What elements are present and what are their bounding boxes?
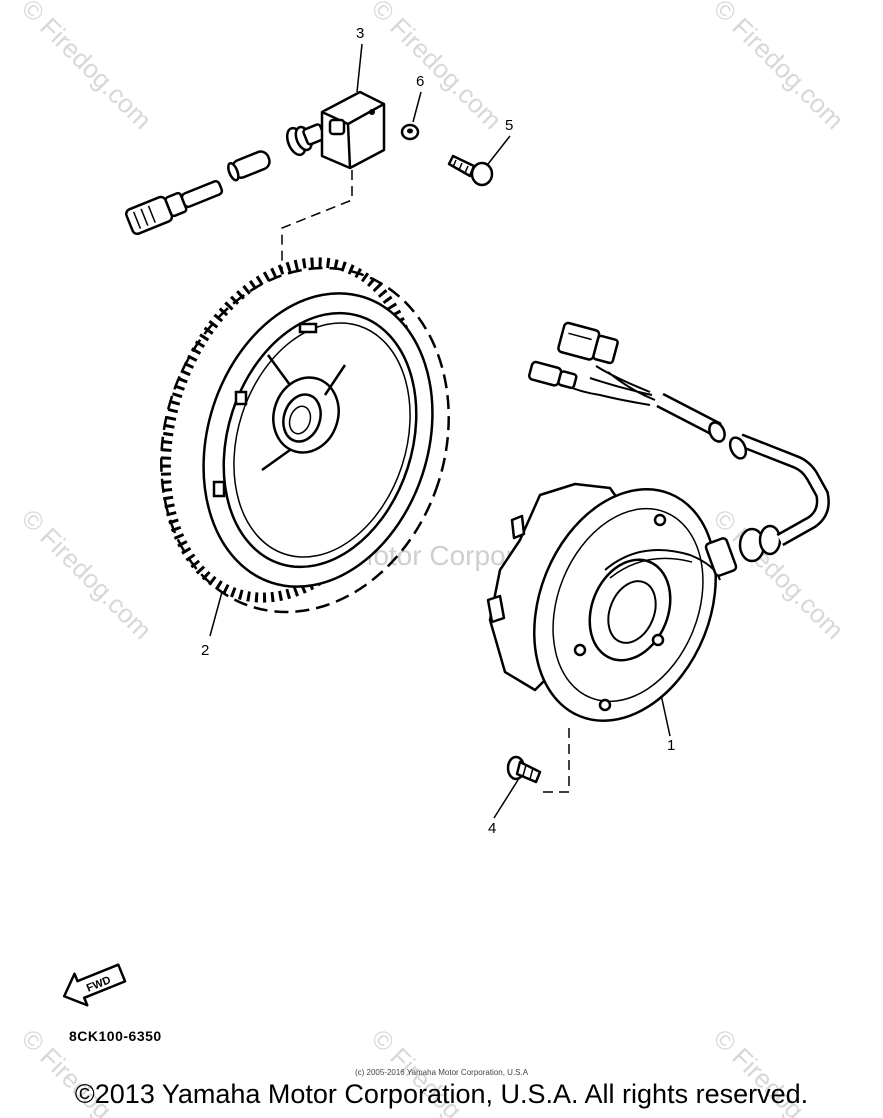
fwd-arrow-icon: FWD xyxy=(62,963,127,1007)
watermark-top-center: © Firedog.com xyxy=(366,0,508,135)
callout-4: 4 xyxy=(488,820,496,837)
pickup-coil-part-3 xyxy=(124,90,386,236)
watermark-mid-right: © Firedog.com xyxy=(708,503,850,645)
callout-3: 3 xyxy=(356,25,364,42)
callouts: 3 6 5 2 1 4 xyxy=(201,25,675,837)
screw-part-5 xyxy=(447,154,494,187)
callout-2: 2 xyxy=(201,642,209,659)
copyright-footer: ©2013 Yamaha Motor Corporation, U.S.A. A… xyxy=(74,1079,809,1109)
callout-5: 5 xyxy=(505,117,513,134)
watermark-mid-left: © Firedog.com xyxy=(16,503,158,645)
screw-part-4 xyxy=(506,755,542,784)
watermark-top-left: © Firedog.com xyxy=(16,0,158,135)
callout-1: 1 xyxy=(667,737,675,754)
flywheel-part-2 xyxy=(160,257,450,614)
washer-part-6 xyxy=(400,123,420,141)
part-code: 8CK100-6350 xyxy=(69,1028,162,1044)
stator-part-1 xyxy=(486,321,830,722)
watermark-top-right: © Firedog.com xyxy=(708,0,850,135)
callout-6: 6 xyxy=(416,73,424,90)
small-copyright: (c) 2005-2016 Yamaha Motor Corporation, … xyxy=(354,1068,529,1077)
